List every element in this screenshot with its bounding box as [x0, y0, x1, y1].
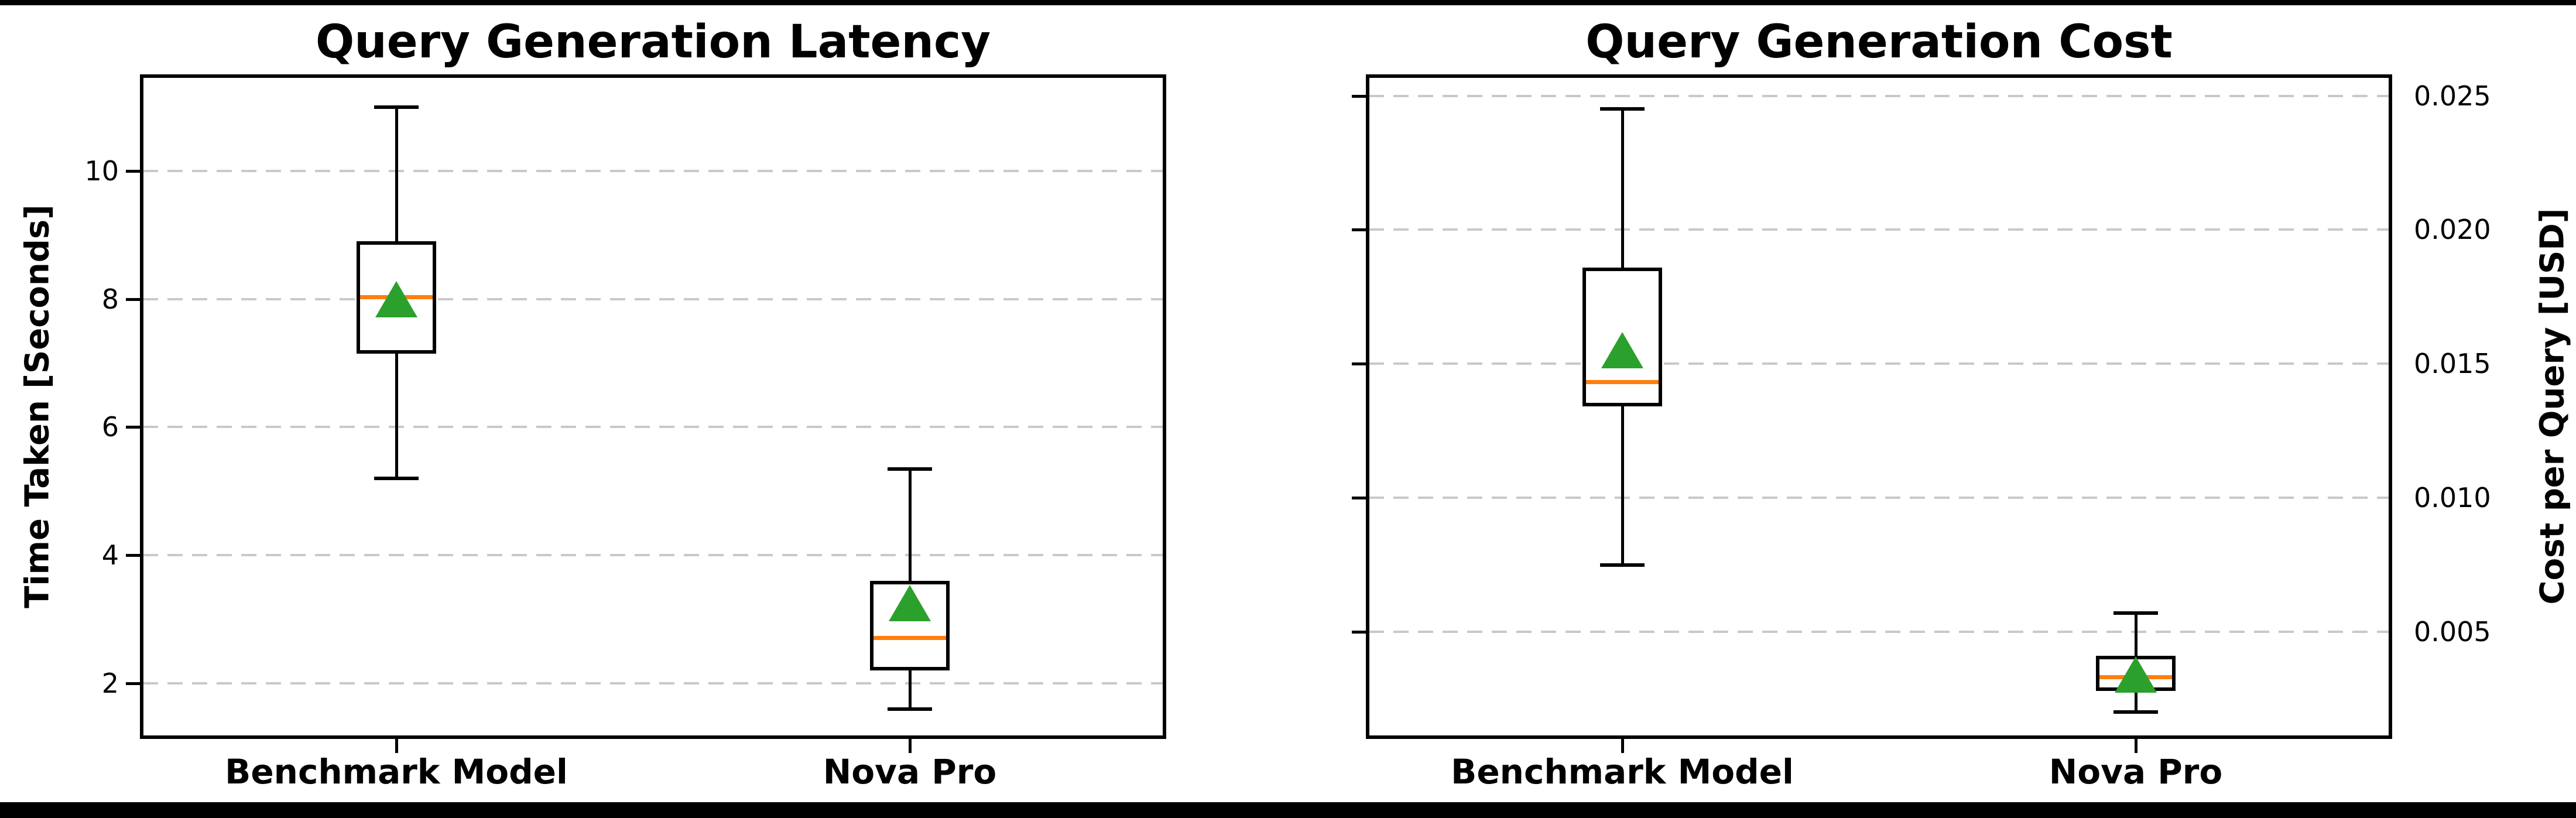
y-axis-tick-label: 2: [101, 668, 119, 699]
x-axis-category-label: Benchmark Model: [1451, 752, 1794, 792]
upper-whisker-cap: [888, 467, 932, 471]
lower-whisker-cap: [1600, 563, 1645, 567]
y-axis-tick-mark: [126, 298, 140, 301]
upper-whisker-cap: [374, 105, 419, 109]
y-axis-tick-mark: [1352, 95, 1366, 98]
y-axis-tick-label: 6: [101, 411, 119, 443]
mean-marker: [375, 281, 417, 317]
y-axis-tick-label: 0.015: [2414, 348, 2491, 379]
top-edge-bar: [0, 0, 2576, 5]
y-axis-tick-label: 0.010: [2414, 482, 2491, 514]
upper-whisker-cap: [2113, 611, 2158, 615]
upper-whisker-line: [909, 469, 912, 581]
y-axis-tick-mark: [1352, 631, 1366, 634]
y-axis-tick-mark: [1352, 497, 1366, 499]
gridline: [1369, 95, 2389, 97]
y-axis-tick-label: 10: [84, 155, 119, 187]
x-axis-tick-mark: [395, 739, 398, 753]
gridline: [1369, 631, 2389, 633]
y-axis-tick-mark: [126, 682, 140, 685]
y-axis-tick-mark: [1352, 362, 1366, 365]
gridline: [1369, 362, 2389, 365]
cost-y-axis-label: Cost per Query [USD]: [2533, 208, 2572, 605]
y-axis-tick-label: 0.020: [2414, 214, 2491, 245]
lower-whisker-cap: [2113, 710, 2158, 714]
cost-plot-frame: [1366, 74, 2392, 739]
gridline: [1369, 497, 2389, 499]
mean-marker: [1601, 332, 1643, 368]
y-axis-tick-label: 0.025: [2414, 80, 2491, 112]
y-axis-tick-mark: [126, 554, 140, 557]
gridline: [143, 170, 1163, 172]
gridline: [1369, 228, 2389, 231]
y-axis-tick-label: 0.005: [2414, 616, 2491, 648]
upper-whisker-line: [395, 107, 398, 241]
y-axis-tick-mark: [1352, 228, 1366, 231]
y-axis-tick-mark: [126, 170, 140, 173]
median-line: [873, 636, 946, 640]
x-axis-category-label: Benchmark Model: [225, 752, 568, 792]
x-axis-category-label: Nova Pro: [823, 752, 997, 792]
x-axis-tick-mark: [2135, 739, 2137, 753]
upper-whisker-line: [2135, 613, 2137, 656]
lower-whisker-line: [2135, 691, 2137, 712]
x-axis-category-label: Nova Pro: [2049, 752, 2223, 792]
upper-whisker-line: [1621, 109, 1624, 268]
lower-whisker-line: [395, 354, 398, 478]
y-axis-tick-label: 4: [101, 539, 119, 571]
mean-marker: [2115, 656, 2157, 693]
y-axis-tick-label: 8: [101, 283, 119, 315]
x-axis-tick-mark: [1621, 739, 1624, 753]
mean-marker: [889, 585, 931, 621]
lower-whisker-line: [909, 670, 912, 709]
y-axis-tick-mark: [126, 426, 140, 429]
cost-chart-title: Query Generation Cost: [1585, 16, 2173, 69]
median-line: [1586, 380, 1659, 384]
gridline: [143, 426, 1163, 428]
lower-whisker-cap: [888, 707, 932, 711]
lower-whisker-line: [1621, 406, 1624, 565]
upper-whisker-cap: [1600, 107, 1645, 111]
gridline: [143, 554, 1163, 556]
latency-plot-frame: [140, 74, 1166, 739]
x-axis-tick-mark: [909, 739, 912, 753]
bottom-edge-bar: [0, 802, 2576, 818]
latency-chart-title: Query Generation Latency: [315, 16, 991, 69]
gridline: [143, 682, 1163, 684]
gridline: [143, 298, 1163, 300]
lower-whisker-cap: [374, 477, 419, 480]
